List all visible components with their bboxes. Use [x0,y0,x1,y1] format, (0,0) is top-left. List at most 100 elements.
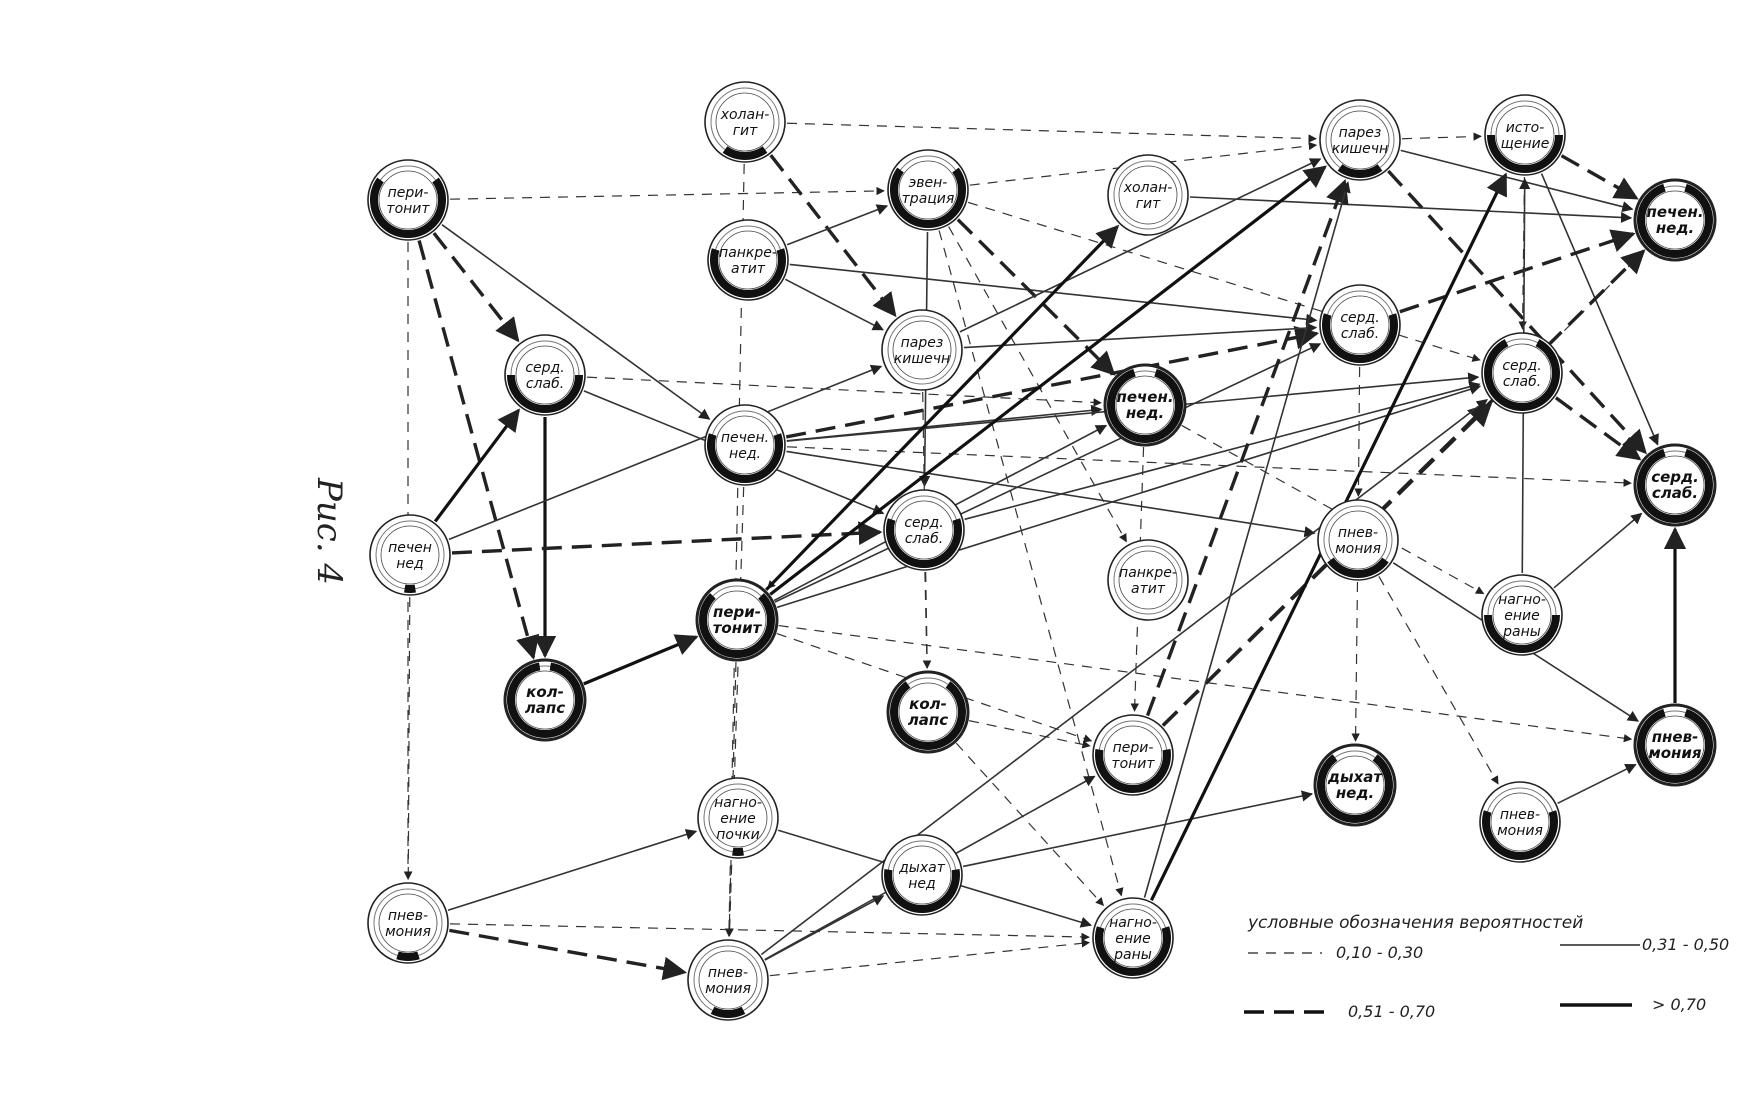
node-label: серд. [1340,310,1379,326]
node-label: слаб. [1503,374,1541,390]
node-level-band [1487,134,1563,173]
edge-n12-n19 [776,383,1482,609]
node-label: нагно- [714,795,762,811]
edge-n1-n5 [432,232,520,343]
node-n24: пнев-мония [1633,703,1717,787]
node-n4: эвен-трация [887,149,969,231]
node-level-band [370,177,446,238]
node-level-band [396,951,420,961]
node-label: раны [1502,624,1541,640]
node-label: нагно- [1498,592,1546,608]
node-n11: серд.слаб. [883,489,965,571]
legend-label-thick-dashed: 0,51 - 0,70 [1348,1002,1435,1021]
node-level-band [890,681,966,750]
node-n9: холан-гит [1107,154,1189,236]
node-label: атит [731,261,766,277]
node-inner-circle [715,415,775,475]
node-label: печен. [1116,388,1173,406]
edge-n17-n23 [1540,173,1659,446]
node-label: тонит [386,201,430,217]
edge-n1-n4 [449,186,885,200]
edge-n6-n8 [448,364,883,541]
node-label: панкре- [1119,565,1177,581]
node-inner-circle [1103,908,1163,968]
node-label: панкре- [719,245,777,261]
node-inner-circle [1118,165,1178,225]
node-n18: серд.слаб. [1319,284,1401,366]
node-level-band [1322,313,1398,363]
node-level-band [507,374,583,413]
node-inner-circle [1103,725,1163,785]
node-inner-circle [892,320,952,380]
node-inner-circle [1645,455,1705,515]
edge-n9-n22 [1189,196,1633,224]
edge-n3-n8 [784,278,884,331]
node-label: мония [1335,541,1381,557]
edge-n20-n32 [1378,576,1499,785]
node-label: нагно- [1109,915,1157,931]
node-n14: кол-лапс [886,670,970,754]
nodes-layer: пери-тонит холан-гит панкре-атит эвен-траци… [367,81,1717,1021]
node-level-band [1095,749,1171,793]
legend-label-thin-solid: 0,31 - 0,50 [1642,935,1729,954]
edge-n7-n23 [786,446,1632,487]
node-n25: пери-тонит [1092,714,1174,796]
node-n12: пери-тонит [695,578,779,662]
edge-n1-n7 [441,224,711,420]
edge-n28-n26 [962,790,1314,868]
node-level-band [1637,183,1713,258]
edge-n20-n26 [1351,581,1360,742]
node-level-band [1484,614,1560,653]
node-inner-circle [708,788,768,848]
node-label: мония [1648,744,1701,762]
node-n32: пнев-мония [1479,781,1561,863]
node-level-band [1637,708,1713,783]
node-level-track [1113,545,1183,615]
node-inner-circle [380,525,440,585]
node-label: ение [1115,931,1150,947]
node-label: нед. [1336,784,1374,802]
edge-n2-n8 [769,154,897,318]
edge-n10-n21 [1181,424,1485,595]
node-n10: печен.нед. [1103,363,1187,447]
edge-n6-n11 [451,521,883,555]
node-level-track [887,315,957,385]
node-label: нед [396,556,423,572]
node-label: слаб. [905,531,943,547]
node-level-band [1484,339,1560,411]
edge-n18-n20 [1354,366,1363,497]
edge-n19-n23 [1554,396,1642,461]
node-label: пери- [713,603,761,621]
node-n7: печен.нед. [704,404,786,486]
edge-n8-n16 [959,158,1322,333]
node-label: атит [1131,581,1166,597]
node-n19: серд.слаб. [1481,332,1563,414]
edge-n8-n18 [963,322,1318,349]
edge-n25-n16 [1145,179,1349,717]
node-n15: панкре-атит [1107,539,1189,621]
edge-n5-n10 [586,376,1102,407]
edge-n29-n27 [447,829,698,912]
node-level-band [1637,448,1713,523]
node-inner-circle [892,845,952,905]
edge-n25-n22 [1161,249,1646,727]
edge-n1-n13 [417,240,540,660]
edge-n7-n18 [785,325,1320,439]
node-label: истo- [1506,120,1545,136]
node-level-track [1113,160,1183,230]
edge-n4-n15 [948,226,1127,543]
node-inner-circle [718,230,778,290]
edge-n16-n22 [1400,149,1634,213]
node-level-band [1327,557,1389,578]
node-n20: пнев-мония [1317,499,1399,581]
node-n1: пери-тонит [367,159,449,241]
edge-n18-n22 [1399,229,1636,314]
node-label: пери- [388,185,429,201]
node-label: парез [1339,125,1382,141]
edge-n6-n29 [404,596,413,880]
node-label: пнев- [388,908,428,924]
edge-n12-n16 [769,165,1327,596]
node-n29: пнев-мония [367,882,449,964]
node-level-band [886,518,962,568]
